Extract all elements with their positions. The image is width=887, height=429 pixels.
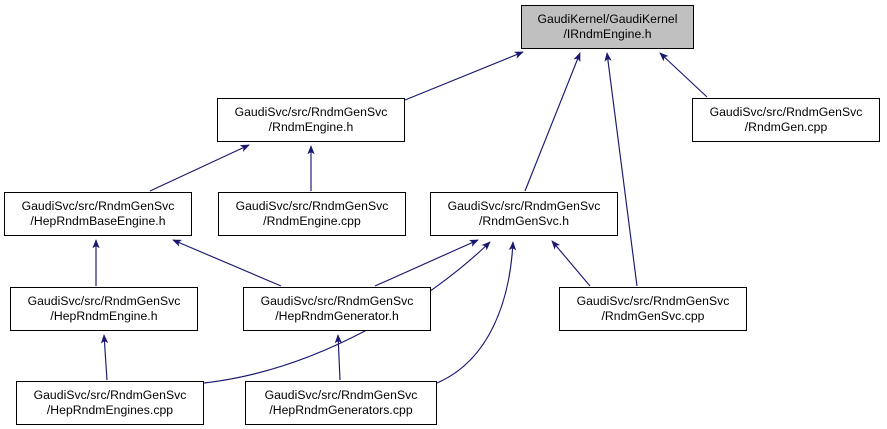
node-label-line1: GaudiSvc/src/RndmGenSvc	[576, 293, 730, 308]
node-label-line2: /RndmEngine.h	[268, 120, 354, 134]
node-label-line2: /RndmGenSvc.h	[478, 214, 570, 228]
edge-heprndmgenerators_cpp-to-rndmgensvc_h	[436, 241, 517, 384]
graph-node-heprndmgenerators_cpp[interactable]: GaudiSvc/src/RndmGenSvc/HepRndmGenerator…	[245, 381, 437, 425]
graph-node-heprndmengines_cpp[interactable]: GaudiSvc/src/RndmGenSvc/HepRndmEngines.c…	[16, 381, 204, 425]
node-label-line1: GaudiKernel/GaudiKernel	[537, 11, 678, 26]
node-label-line2: /HepRndmGenerators.cpp	[269, 403, 413, 417]
graph-node-heprndmbaseengine_h[interactable]: GaudiSvc/src/RndmGenSvc/HepRndmBaseEngin…	[4, 192, 192, 236]
graph-node-rndmengine_h[interactable]: GaudiSvc/src/RndmGenSvc/RndmEngine.h	[217, 98, 405, 142]
edge-heprndmgenerator_h-to-heprndmbaseengine_h	[172, 239, 282, 287]
node-label-line1: GaudiSvc/src/RndmGenSvc	[264, 387, 418, 402]
node-label-line1: GaudiSvc/src/RndmGenSvc	[447, 198, 601, 213]
node-label-line2: /RndmGen.cpp	[744, 120, 828, 134]
node-label-line1: GaudiSvc/src/RndmGenSvc	[709, 104, 863, 119]
edge-heprndmbaseengine_h-to-rndmengine_h	[149, 144, 250, 192]
node-label-line1: GaudiSvc/src/RndmGenSvc	[33, 387, 187, 402]
graph-node-rndmgensvc_h[interactable]: GaudiSvc/src/RndmGenSvc/RndmGenSvc.h	[430, 192, 618, 236]
node-label-line2: /HepRndmGenerator.h	[275, 309, 399, 323]
node-label-line2: /RndmEngine.cpp	[263, 214, 361, 228]
graph-node-heprndmengine_h[interactable]: GaudiSvc/src/RndmGenSvc/HepRndmEngine.h	[10, 287, 198, 331]
graph-node-irndmengine_h[interactable]: GaudiKernel/GaudiKernel/IRndmEngine.h	[521, 5, 694, 49]
node-label-line2: /RndmGenSvc.cpp	[601, 309, 705, 323]
node-label-line2: /HepRndmBaseEngine.h	[30, 214, 166, 228]
edge-rndmgensvc_cpp-to-irndmengine_h	[604, 52, 638, 287]
node-label-line2: /HepRndmEngines.cpp	[46, 403, 174, 417]
graph-node-rndmengine_cpp[interactable]: GaudiSvc/src/RndmGenSvc/RndmEngine.cpp	[218, 192, 406, 236]
graph-node-heprndmgenerator_h[interactable]: GaudiSvc/src/RndmGenSvc/HepRndmGenerator…	[243, 287, 431, 331]
edge-heprndmgenerator_h-to-rndmgensvc_h	[374, 239, 479, 287]
edge-rndmgensvc_cpp-to-rndmgensvc_h	[551, 240, 591, 287]
node-label-line1: GaudiSvc/src/RndmGenSvc	[234, 104, 388, 119]
node-label-line1: GaudiSvc/src/RndmGenSvc	[27, 293, 181, 308]
graph-node-rndmgensvc_cpp[interactable]: GaudiSvc/src/RndmGenSvc/RndmGenSvc.cpp	[559, 287, 747, 331]
edge-heprndmengines_cpp-to-heprndmengine_h	[100, 334, 109, 381]
node-label-line1: GaudiSvc/src/RndmGenSvc	[235, 198, 389, 213]
edge-rndmgensvc_h-to-irndmengine_h	[524, 52, 581, 192]
graph-node-rndmgen_cpp[interactable]: GaudiSvc/src/RndmGenSvc/RndmGen.cpp	[692, 98, 880, 142]
edge-heprndmgenerators_cpp-to-heprndmgenerator_h	[334, 334, 343, 381]
node-label-line1: GaudiSvc/src/RndmGenSvc	[260, 293, 414, 308]
edge-rndmengine_h-to-irndmengine_h	[404, 51, 524, 101]
node-label-line2: /IRndmEngine.h	[563, 27, 652, 41]
edge-rndmgen_cpp-to-irndmengine_h	[659, 52, 708, 98]
node-label-line2: /HepRndmEngine.h	[50, 309, 158, 323]
node-label-line1: GaudiSvc/src/RndmGenSvc	[21, 198, 175, 213]
